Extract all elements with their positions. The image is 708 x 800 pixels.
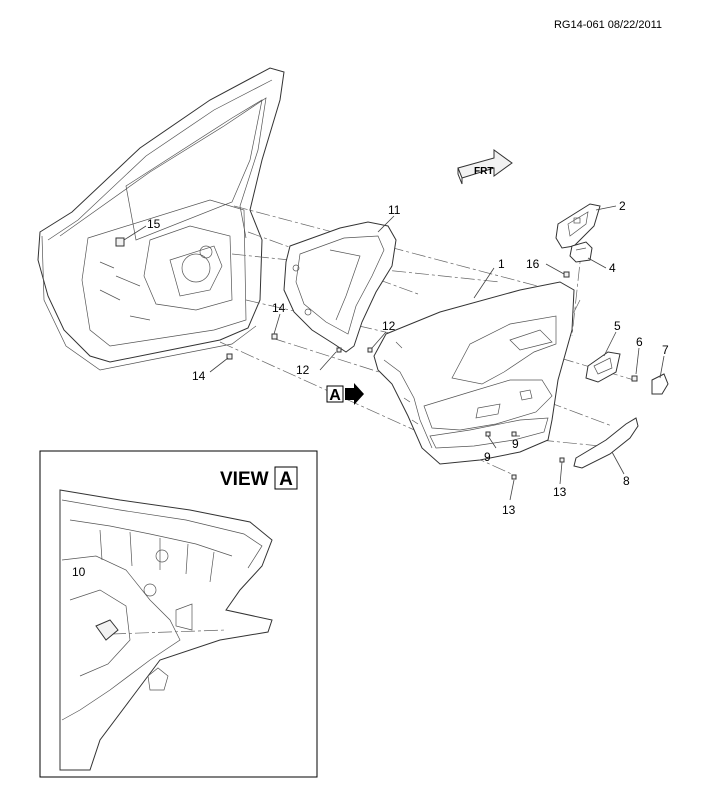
callout-2: 2	[619, 199, 626, 213]
window-switch	[569, 241, 593, 263]
callout-9b: 9	[512, 437, 519, 451]
svg-text:A: A	[329, 387, 341, 404]
callout-15: 15	[147, 217, 161, 231]
callout-14a: 14	[272, 301, 286, 315]
callout-labels: 1 2 4 5 6 7 8 9 9 11 12 12 13 13 14 14 1…	[147, 199, 669, 517]
trim-strip	[573, 417, 639, 469]
water-deflector	[283, 221, 397, 353]
callout-9a: 9	[484, 450, 491, 464]
front-direction-arrow: FRT	[457, 149, 513, 185]
inset-view-a: VIEW A	[39, 450, 318, 778]
callout-12a: 12	[382, 319, 396, 333]
diagram-code: RG14-061 08/22/2011	[554, 19, 662, 31]
view-a-reference: A	[326, 383, 364, 405]
callout-14b: 14	[192, 369, 206, 383]
callout-5: 5	[614, 319, 621, 333]
handle-cover	[651, 373, 669, 395]
callout-6: 6	[636, 335, 643, 349]
door-trim-panel	[373, 281, 575, 465]
callout-13b: 13	[502, 503, 516, 517]
inset-title: VIEW	[220, 469, 269, 490]
callout-16: 16	[526, 257, 540, 271]
inside-handle	[585, 351, 621, 383]
callout-13a: 13	[553, 485, 567, 499]
door-frame	[37, 67, 285, 371]
callout-11: 11	[388, 203, 401, 217]
callout-7: 7	[662, 343, 669, 357]
switch-bezel	[555, 203, 601, 249]
callout-12b: 12	[296, 363, 310, 377]
inset-letter: A	[279, 469, 293, 490]
callout-4: 4	[609, 261, 616, 275]
callout-8: 8	[623, 474, 630, 488]
callout-1: 1	[498, 257, 505, 271]
callout-10: 10	[72, 565, 86, 579]
fasteners	[226, 271, 638, 480]
svg-text:FRT: FRT	[474, 166, 493, 177]
